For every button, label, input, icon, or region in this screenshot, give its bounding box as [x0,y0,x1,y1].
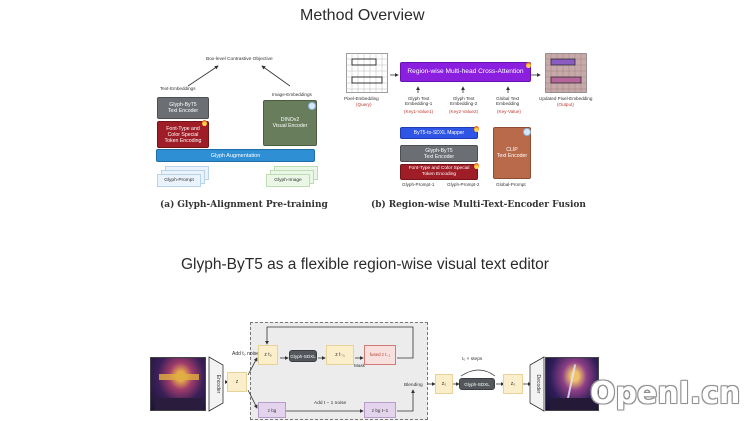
output-label: (Output) [557,102,574,107]
byt5-to-sdxl-mapper: ByT5-to-SDXL Mapper [400,127,478,139]
watermark: OpenI.cn [590,376,741,411]
z-bg-latent: z bg [258,402,286,418]
fused-latent: fused z t₋₁ [364,345,396,365]
global-text-embedding: Global Text Embedding [496,96,520,107]
editor-arrows [224,326,532,413]
fire-icon [526,62,531,68]
region-wise-cross-attention: Region-wise Multi-head Cross-Attention [400,62,531,82]
encoder-block: Encoder [208,356,224,412]
blending-label: Blending [404,383,423,388]
glyph-augmentation-bar: Glyph Augmentation [156,149,315,162]
z0-mid-latent: z₀ [435,374,453,394]
mask-label: Mask [354,363,365,368]
z0-out-latent: z₀ [503,374,523,394]
glyph-text-embedding-2: Glyph Text Embedding-2 [450,96,478,107]
add-t0-noise-label: Add t₀ noise [232,351,260,357]
glyph-sdxl-block-2: Glyph-SDXL [459,378,495,390]
updated-pixel-embedding-grid [545,53,587,93]
fire-icon [474,126,479,132]
method-overview-title: Method Overview [300,7,425,24]
font-type-token-encoding-a: Font-Type and Color Special Token Encodi… [157,121,209,148]
pixel-embedding-label: Pixel-Embedding [344,96,379,101]
decoder-block: Decoder [529,356,545,412]
updated-pixel-label: Updated Pixel-Embedding [539,96,593,101]
z-latent: z [227,372,247,392]
output-image [545,357,599,411]
glyph-prompt-2-label: Glyph-Prompt-2 [447,182,480,187]
objective-label: Box-level Contrastive Objective [206,57,273,62]
decoder-label: Decoder [535,375,541,394]
glyph-prompt-1-label: Glyph-Prompt-1 [402,182,435,187]
glyph-prompt-card: Glyph-Prompt [157,174,201,187]
glyph-sdxl-block-1: Glyph-SDXL [289,350,317,362]
image-embeddings-label: Image-Embeddings [272,92,312,97]
add-t-minus-1-noise-label: Add t − 1 noise [314,401,347,406]
glyph-byt5-encoder-a: Glyph-ByT5 Text Encoder [157,97,209,119]
input-image [150,357,206,411]
query-label: (Query) [356,102,372,107]
snowflake-icon [308,102,316,110]
encoder-label: Encoder [215,375,221,394]
panel-b-arrows [390,73,541,93]
pixel-embedding-grid [346,53,388,93]
z-t-minus-1-latent: z t₋₁ [326,345,354,365]
z-t0-latent: z t₀ [258,345,278,365]
caption-b: (b) Region-wise Multi-Text-Encoder Fusio… [371,200,586,210]
glyph-byt5-encoder-b: Glyph-ByT5 Text Encoder [400,145,478,162]
global-prompt-label: Global-Prompt [496,182,526,187]
steps-label: t₀ × steps [462,357,483,362]
key-value-label: (Key-Value) [497,109,521,114]
editor-title: Glyph-ByT5 as a flexible region-wise vis… [181,256,549,273]
glyph-text-embedding-1: Glyph Text Embedding-1 [405,96,433,107]
snowflake-icon [523,128,531,136]
key1-value1-label: (Key1-Value1) [404,109,434,114]
caption-a: (a) Glyph-Alignment Pre-training [160,200,328,210]
z-bg-t-minus-1-latent: z bg t−1 [364,402,396,418]
glyph-image-card: Glyph-Image [266,174,310,187]
fire-icon [202,120,207,126]
text-embeddings-label: Text-Embeddings [160,86,196,91]
font-type-token-encoding-b: Font-Type and Color Special Token Encodi… [400,164,478,180]
key2-value2-label: (Key2-Value2) [449,109,479,114]
fire-icon [474,163,479,169]
